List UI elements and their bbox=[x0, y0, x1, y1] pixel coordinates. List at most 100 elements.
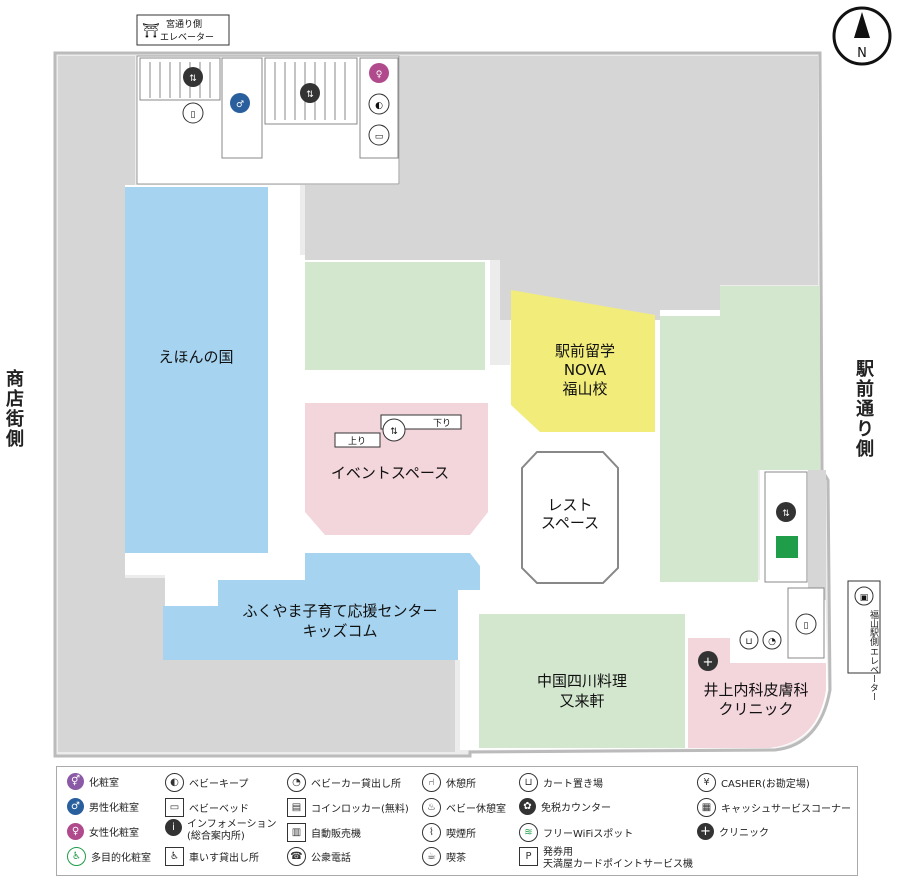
legend-item: ◐ベビーキープ bbox=[165, 773, 248, 792]
label-nova-1: 駅前留学 bbox=[555, 342, 615, 360]
wifi-icon: ≋ bbox=[519, 823, 538, 842]
label-rest-2: スペース bbox=[541, 514, 599, 532]
cafe-icon: ☕ bbox=[422, 847, 441, 866]
svg-text:◐: ◐ bbox=[375, 101, 383, 111]
vending-machine-icon: ▥ bbox=[287, 823, 306, 842]
train-icon: ▣ bbox=[854, 586, 874, 606]
elevator-icon: ▯ bbox=[182, 102, 204, 124]
legend-item: ▥自動販売機 bbox=[287, 823, 361, 842]
svg-text:⇅: ⇅ bbox=[306, 90, 314, 100]
svg-text:▭: ▭ bbox=[375, 132, 384, 142]
top-elevator-sign bbox=[136, 14, 230, 46]
cart-icon: ⊔ bbox=[739, 630, 759, 650]
atm-icon: ▦ bbox=[697, 798, 716, 817]
legend-item: ⊔カート置き場 bbox=[519, 773, 603, 792]
svg-text:♂: ♂ bbox=[236, 100, 244, 110]
information-icon: i bbox=[165, 819, 182, 836]
gray-block-left bbox=[58, 56, 455, 752]
escalator-icon: ⇅ bbox=[776, 502, 796, 522]
tax-free-icon: ✿ bbox=[519, 798, 536, 815]
svg-text:⇅: ⇅ bbox=[390, 427, 398, 437]
baby-keep-icon: ◐ bbox=[165, 773, 184, 792]
gray-block-right bbox=[808, 470, 826, 600]
legend-item: ♿多目的化粧室 bbox=[67, 847, 151, 866]
legend-item: ☕喫茶 bbox=[422, 847, 466, 866]
label-chinese-2: 又来軒 bbox=[559, 692, 604, 710]
stroller-icon: ◔ bbox=[287, 773, 306, 792]
legend-item: ♀女性化粧室 bbox=[67, 823, 139, 840]
svg-text:♀: ♀ bbox=[376, 70, 383, 80]
area-green-2 bbox=[660, 286, 820, 582]
baby-bed-icon: ▭ bbox=[368, 124, 390, 146]
gray-block-top bbox=[305, 56, 818, 320]
phone-icon: ☎ bbox=[287, 847, 306, 866]
escalator-marker: ⇅ 下り 上り bbox=[334, 414, 462, 448]
area-rest bbox=[521, 451, 619, 584]
clinic-icon: + bbox=[697, 823, 714, 840]
baby-bed-icon: ▭ bbox=[165, 798, 184, 817]
multipurpose-restroom-icon: ♿ bbox=[67, 847, 86, 866]
area-kids bbox=[163, 553, 480, 660]
emergency-exit-icon bbox=[776, 536, 798, 558]
compass: N bbox=[832, 6, 892, 66]
smoking-icon: ⌇ bbox=[422, 823, 441, 842]
legend-item: ¥CASHER(お勘定場) bbox=[697, 773, 810, 792]
legend-item: ◔ベビーカー貸出し所 bbox=[287, 773, 401, 792]
svg-text:▣: ▣ bbox=[860, 593, 869, 603]
area-clinic bbox=[688, 638, 826, 748]
elevator-icon: ▯ bbox=[795, 613, 817, 635]
label-event: イベントスペース bbox=[331, 464, 449, 482]
area-nova bbox=[511, 290, 655, 432]
svg-text:◔: ◔ bbox=[768, 637, 776, 647]
label-kids-1: ふくやま子育て応援センター bbox=[242, 602, 437, 620]
label-clinic-1: 井上内科皮膚科 bbox=[703, 681, 808, 699]
legend-item: ☎公衆電話 bbox=[287, 847, 351, 866]
label-clinic-2: クリニック bbox=[718, 700, 793, 718]
svg-text:+: + bbox=[703, 655, 714, 670]
legend-item: ⚥化粧室 bbox=[67, 773, 119, 790]
label-rest-1: レスト bbox=[547, 496, 592, 514]
label-nova-2: NOVA bbox=[564, 361, 607, 379]
legend-item: ♨ベビー休憩室 bbox=[422, 798, 506, 817]
map-legend: ⚥化粧室 ♂男性化粧室 ♀女性化粧室 ♿多目的化粧室 ◐ベビーキープ ▭ベビーベ… bbox=[56, 766, 858, 876]
escalator-icon: ⇅ bbox=[183, 67, 203, 87]
label-chinese-1: 中国四川料理 bbox=[537, 672, 627, 690]
right-elevator-line2: エレベーター bbox=[868, 647, 878, 701]
legend-item: ⑁休憩所 bbox=[422, 773, 476, 792]
compass-north: N bbox=[857, 46, 867, 61]
label-nova-3: 福山校 bbox=[562, 380, 607, 398]
legend-item: ✿免税カウンター bbox=[519, 798, 611, 815]
legend-item: ♿車いす貸出し所 bbox=[165, 847, 259, 866]
svg-text:⊔: ⊔ bbox=[745, 637, 752, 647]
svg-text:▯: ▯ bbox=[191, 110, 196, 120]
baby-keep-icon: ◐ bbox=[368, 93, 390, 115]
cart-icon: ⊔ bbox=[519, 773, 538, 792]
escalator-up: 上り bbox=[348, 436, 366, 447]
label-kids-2: キッズコム bbox=[302, 622, 377, 640]
svg-text:⇅: ⇅ bbox=[782, 509, 790, 519]
restroom-icon: ⚥ bbox=[67, 773, 84, 790]
escalator-down: 下り bbox=[433, 418, 451, 429]
label-shopping-street-side: 商店街側 bbox=[6, 369, 24, 450]
legend-item: ▤コインロッカー(無料) bbox=[287, 798, 409, 817]
clinic-icon: + bbox=[698, 651, 718, 671]
legend-item: ▭ベビーベッド bbox=[165, 798, 249, 817]
stroller-icon: ◔ bbox=[762, 630, 782, 650]
legend-item: ⌇喫煙所 bbox=[422, 823, 476, 842]
svg-text:⇅: ⇅ bbox=[189, 74, 197, 84]
right-elevator-text: 福山駅側 エレベーター bbox=[852, 610, 878, 701]
legend-item: ≋フリーWiFiスポット bbox=[519, 823, 633, 842]
right-stairs bbox=[764, 471, 808, 583]
baby-rest-icon: ♨ bbox=[422, 798, 441, 817]
mens-restroom-icon: ♂ bbox=[230, 93, 250, 113]
casher-icon: ¥ bbox=[697, 773, 716, 792]
area-ehon bbox=[125, 187, 268, 553]
area-green-1 bbox=[305, 262, 485, 370]
legend-item: ▦キャッシュサービスコーナー bbox=[697, 798, 851, 817]
coin-locker-icon: ▤ bbox=[287, 798, 306, 817]
floor-map: ⇅ ▯ ♂ ⇅ ♀ ◐ ▭ 宮通り側 エレベーター ⛩ N えほんの国 駅前留学… bbox=[53, 6, 892, 758]
label-ehon: えほんの国 bbox=[158, 348, 233, 366]
legend-item: +クリニック bbox=[697, 823, 769, 840]
